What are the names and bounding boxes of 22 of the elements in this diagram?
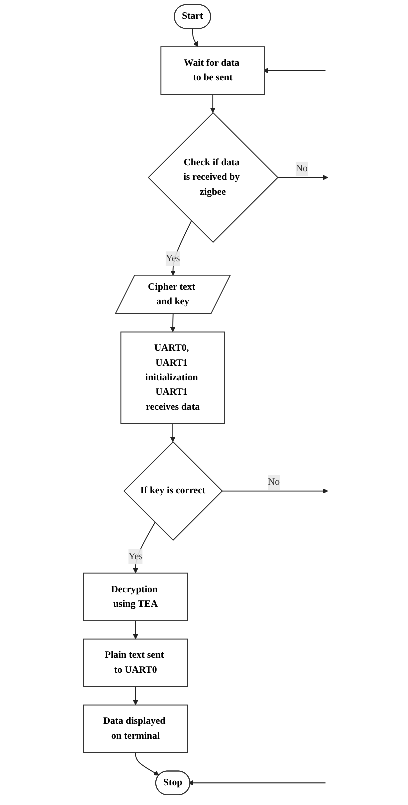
- edge-label: No: [268, 477, 280, 488]
- arrow: [170, 220, 192, 276]
- node-box: UART0, UART1 initialization UART1 receives data: [120, 332, 226, 424]
- node-box: Data displayed on terminal: [83, 704, 188, 754]
- edge-label: No: [296, 164, 308, 174]
- edge-label: Yes: [128, 551, 143, 562]
- node-box: Wait for data to be sent: [160, 46, 266, 96]
- edge-label: Yes: [166, 253, 180, 264]
- arrow: [170, 423, 176, 442]
- arrow: [135, 752, 160, 776]
- arrow: [222, 488, 328, 494]
- node-diamond: If key is correct: [123, 442, 223, 542]
- arrow: [132, 522, 156, 574]
- node-box: Decryption using TEA: [83, 572, 188, 622]
- node-diamond: Check if data is received by zigbee: [148, 112, 279, 244]
- arrow: [277, 175, 328, 180]
- arrow: [132, 620, 138, 640]
- arrow: [132, 686, 138, 706]
- arrow: [210, 94, 216, 114]
- arrow: [170, 314, 176, 332]
- arrow: [192, 28, 198, 48]
- node-box: Plain text sent to UART0: [83, 638, 188, 688]
